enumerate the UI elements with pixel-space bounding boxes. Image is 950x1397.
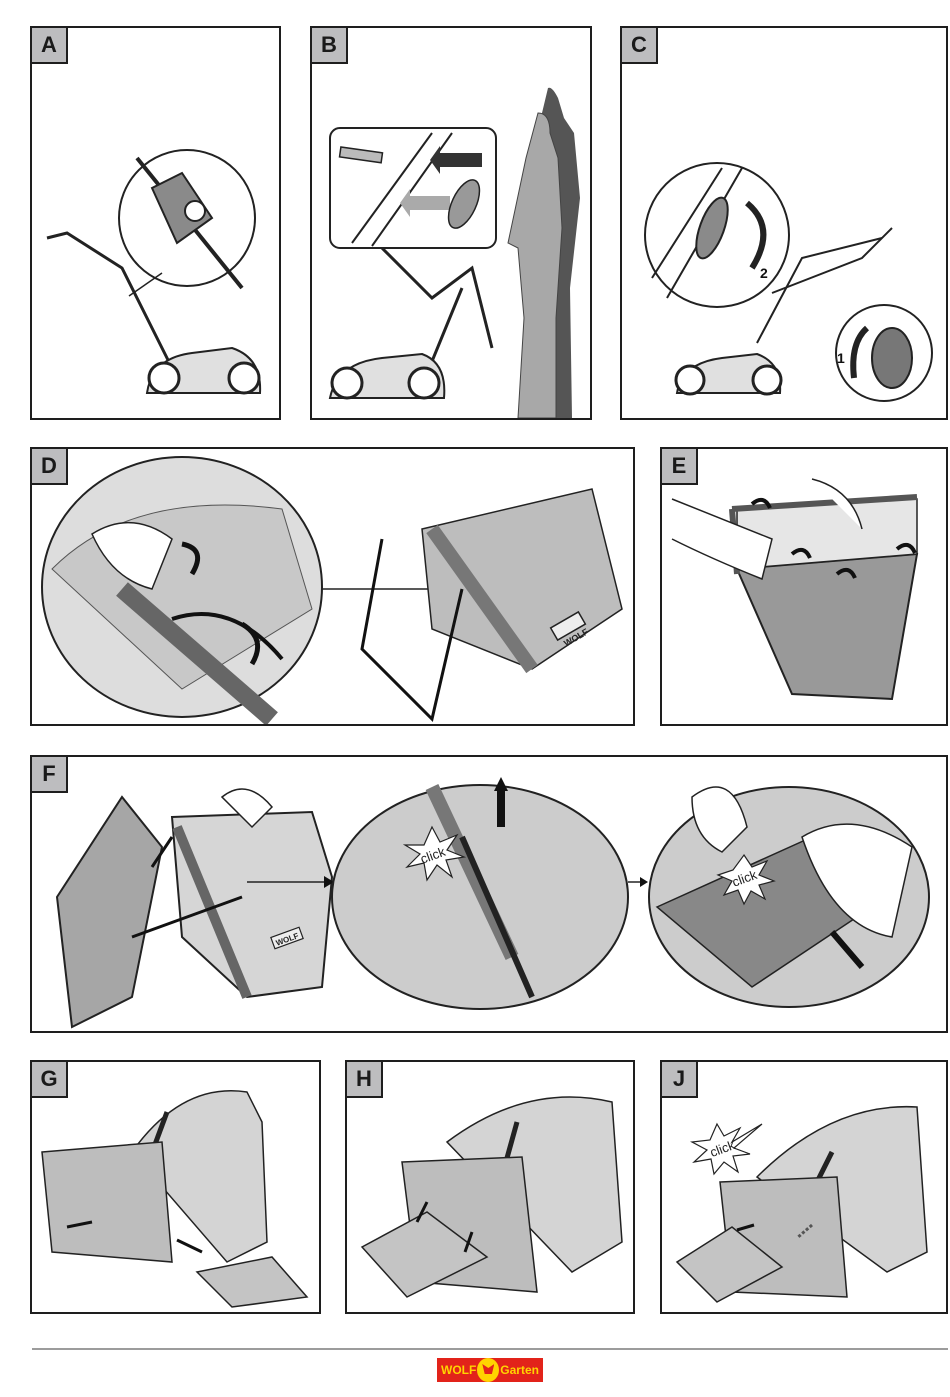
arrow-right-icon	[640, 877, 648, 887]
grass-bag-frame-illustration: WOLF	[41, 456, 623, 724]
arrow-down-icon	[463, 1231, 474, 1253]
insert-arrow-icon	[150, 836, 174, 868]
grass-bag	[170, 810, 334, 999]
panel-label: B	[312, 28, 348, 64]
handle-bolt-illustration	[328, 87, 580, 418]
arrow-down-icon	[415, 1201, 429, 1223]
panel-label: A	[32, 28, 68, 64]
dashed-arrow-icon	[796, 1223, 813, 1240]
arrow-left-icon	[176, 1238, 203, 1254]
rotate-arrow-icon	[744, 200, 767, 270]
insert-arrow-icon	[131, 895, 243, 939]
cable-clip-icon	[150, 171, 214, 245]
bag-frame-attach-illustration	[671, 478, 919, 701]
bag-frame	[360, 538, 464, 722]
click-burst-icon	[716, 853, 776, 906]
logo-wolf-text: WOLF	[441, 1363, 477, 1377]
panel-label: D	[32, 449, 68, 485]
mower-handle-clip-illustration	[46, 149, 262, 395]
panel-c: C 2 1	[620, 26, 948, 420]
footer-divider	[32, 1348, 948, 1350]
brand-logo: WOLF Garten	[437, 1358, 543, 1382]
rotate-arrow-icon	[895, 542, 917, 554]
hand-icon	[801, 823, 913, 938]
panel-d: D WOLF	[30, 447, 635, 726]
rotate-arrow-icon	[181, 541, 201, 576]
hand-icon	[220, 788, 274, 829]
chute-click-illustration: click	[675, 1105, 928, 1303]
chute-seat-illustration	[360, 1096, 623, 1298]
hand-icon	[811, 478, 863, 530]
panel-label: C	[622, 28, 658, 64]
hand-icon	[91, 522, 173, 590]
handle-knob-tighten-illustration: 2 1	[644, 162, 933, 402]
grass-bag	[131, 1090, 268, 1263]
grass-bag-box	[735, 552, 919, 701]
hand-icon	[671, 498, 773, 581]
chute-part	[675, 1226, 784, 1303]
panel-g: G	[30, 1060, 321, 1314]
grass-bag	[445, 1096, 623, 1273]
panel-label: J	[662, 1062, 698, 1098]
wing-nut-icon	[695, 196, 729, 260]
panel-label: F	[32, 757, 68, 793]
chute-insert-illustration	[41, 1090, 309, 1308]
click-burst-icon	[690, 1122, 763, 1176]
rotate-arrow-icon	[750, 497, 772, 509]
hand-icon	[691, 786, 748, 853]
bag-frame-part	[55, 795, 164, 1029]
rotate-arrow-icon	[240, 621, 261, 666]
fox-head-icon	[477, 1358, 500, 1382]
person-silhouette-front	[507, 112, 563, 418]
panel-a: A	[30, 26, 281, 420]
panel-label: G	[32, 1062, 68, 1098]
rotate-arrow-icon	[790, 547, 812, 559]
arrow-up-icon	[497, 787, 505, 827]
panel-b: B	[310, 26, 592, 420]
logo-garten-text: Garten	[500, 1363, 539, 1377]
chute-part	[360, 1211, 489, 1298]
push-arrow-icon	[829, 930, 865, 969]
arrow-right-icon	[324, 876, 334, 888]
panel-h: H	[345, 1060, 635, 1314]
chute-part	[195, 1256, 309, 1308]
arrow-left-dark-icon	[430, 146, 482, 174]
rotate-arrow-icon	[835, 567, 857, 579]
panel-label: H	[347, 1062, 383, 1098]
arrow-left-icon	[736, 1223, 755, 1232]
step-number: 1	[837, 350, 845, 366]
grass-bag	[421, 488, 623, 670]
rotate-arrow-icon	[850, 325, 870, 379]
panel-label: E	[662, 449, 698, 485]
step-number: 2	[760, 265, 768, 281]
panel-e: E	[660, 447, 948, 726]
wing-nut-icon	[447, 179, 481, 229]
panel-j: J click	[660, 1060, 948, 1314]
knob-icon	[871, 327, 913, 389]
bolt-icon	[338, 146, 384, 164]
grass-bag	[755, 1105, 928, 1273]
arrow-left-icon	[66, 1220, 93, 1229]
panel-f: F WOLF click click	[30, 755, 948, 1033]
click-burst-icon	[402, 825, 467, 882]
bag-clip-to-frame-illustration: WOLF click click	[55, 777, 930, 1029]
arrow-left-light-icon	[400, 189, 450, 217]
bag-frame	[41, 1141, 173, 1263]
